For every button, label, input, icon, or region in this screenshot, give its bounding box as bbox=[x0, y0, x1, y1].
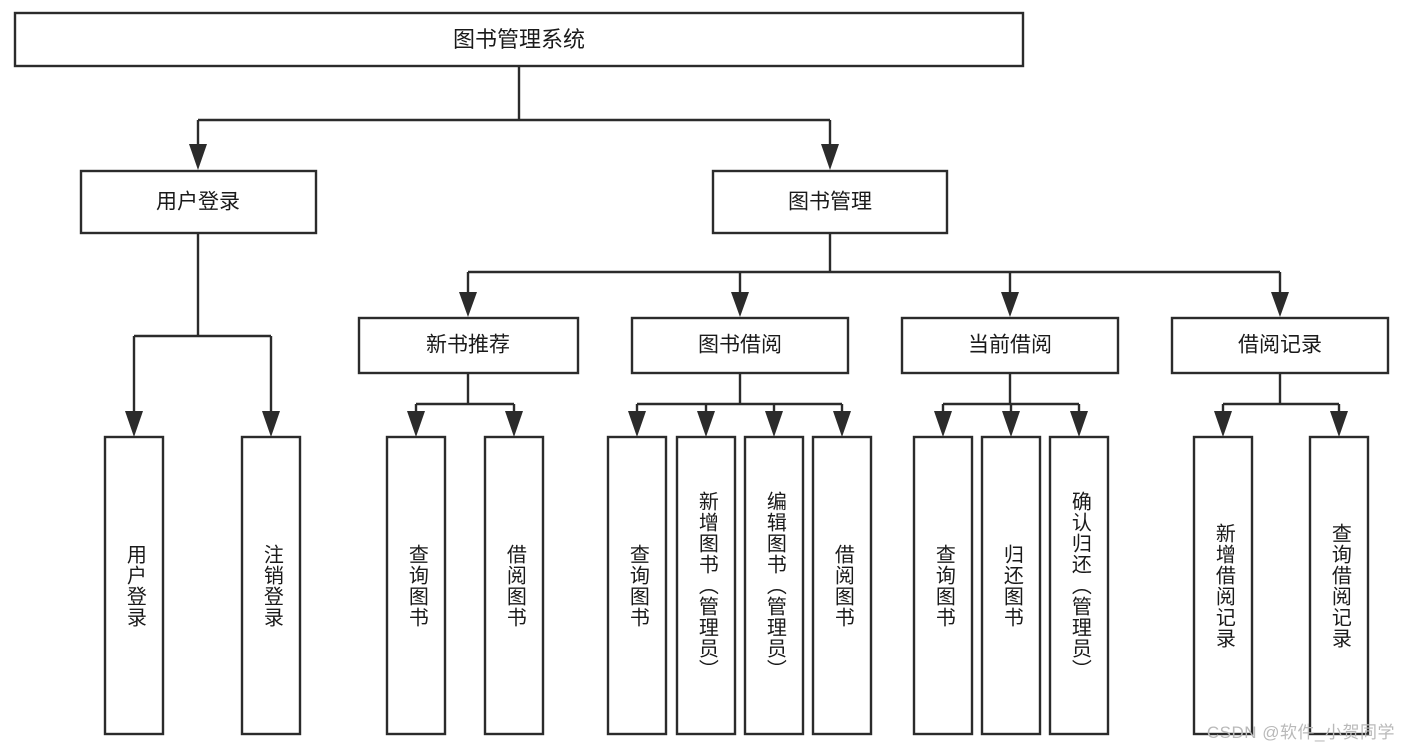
node-leaf-borrow-book-2-box[interactable] bbox=[811, 435, 873, 736]
node-root-label: 图书管理系统 bbox=[453, 27, 585, 52]
node-leaf-query-book-1-box[interactable] bbox=[385, 435, 447, 736]
node-leaf-return-book-box[interactable] bbox=[980, 435, 1042, 736]
node-leaf-query-record-box[interactable] bbox=[1308, 435, 1370, 736]
arrow-head-leaf-add-book bbox=[697, 411, 715, 437]
node-borrow-record-box[interactable] bbox=[1170, 316, 1390, 375]
node-borrow-record-label: 借阅记录 bbox=[1238, 334, 1322, 357]
csdn-watermark: CSDN @软件_小贺同学 bbox=[1206, 723, 1395, 742]
arrow-head-book-manage bbox=[821, 144, 839, 170]
node-user-login-label: 用户登录 bbox=[156, 191, 240, 214]
node-book-borrow-label: 图书借阅 bbox=[698, 334, 782, 357]
node-new-book-recommend-label: 新书推荐 bbox=[426, 334, 510, 357]
arrow-head-leaf-logout bbox=[262, 411, 280, 437]
arrow-head-leaf-query-book-3 bbox=[934, 411, 952, 437]
node-leaf-borrow-book-1-box[interactable] bbox=[483, 435, 545, 736]
node-user-login-box[interactable] bbox=[79, 169, 318, 235]
node-root-box[interactable] bbox=[13, 11, 1025, 68]
node-leaf-query-book-2-box[interactable] bbox=[606, 435, 668, 736]
node-leaf-add-book-box[interactable] bbox=[675, 435, 737, 736]
node-current-borrow-box[interactable] bbox=[900, 316, 1120, 375]
node-leaf-edit-book-box[interactable] bbox=[743, 435, 805, 736]
node-layer: 图书管理系统 用户登录 图书管理 新书推荐 图书借阅 当前借阅 借阅记录 bbox=[13, 11, 1390, 736]
node-book-borrow-box[interactable] bbox=[630, 316, 850, 375]
arrow-head-current-borrow bbox=[1001, 292, 1019, 317]
arrow-head-book-borrow bbox=[731, 292, 749, 317]
arrow-head-leaf-query-record bbox=[1330, 411, 1348, 437]
arrow-head-user-login bbox=[189, 144, 207, 170]
arrow-head-leaf-confirm-return bbox=[1070, 411, 1088, 437]
arrow-head-leaf-user-login bbox=[125, 411, 143, 437]
node-book-manage-box[interactable] bbox=[711, 169, 949, 235]
node-new-book-recommend-box[interactable] bbox=[357, 316, 580, 375]
arrow-head-new-book-recommend bbox=[459, 292, 477, 317]
node-leaf-confirm-return-box[interactable] bbox=[1048, 435, 1110, 736]
node-leaf-query-book-3-box[interactable] bbox=[912, 435, 974, 736]
arrow-head-leaf-query-book-2 bbox=[628, 411, 646, 437]
arrow-head-leaf-query-book-1 bbox=[407, 411, 425, 437]
arrow-head-leaf-borrow-book-2 bbox=[833, 411, 851, 437]
node-leaf-user-login-box[interactable] bbox=[103, 435, 165, 736]
node-book-manage-label: 图书管理 bbox=[788, 191, 872, 214]
node-leaf-add-record-box[interactable] bbox=[1192, 435, 1254, 736]
node-leaf-logout-box[interactable] bbox=[240, 435, 302, 736]
connector-layer bbox=[125, 66, 1348, 437]
arrow-head-borrow-record bbox=[1271, 292, 1289, 317]
node-current-borrow-label: 当前借阅 bbox=[968, 334, 1052, 357]
arrow-head-leaf-add-record bbox=[1214, 411, 1232, 437]
arrow-head-leaf-return-book bbox=[1002, 411, 1020, 437]
arrow-head-leaf-borrow-book-1 bbox=[505, 411, 523, 437]
arrow-head-leaf-edit-book bbox=[765, 411, 783, 437]
